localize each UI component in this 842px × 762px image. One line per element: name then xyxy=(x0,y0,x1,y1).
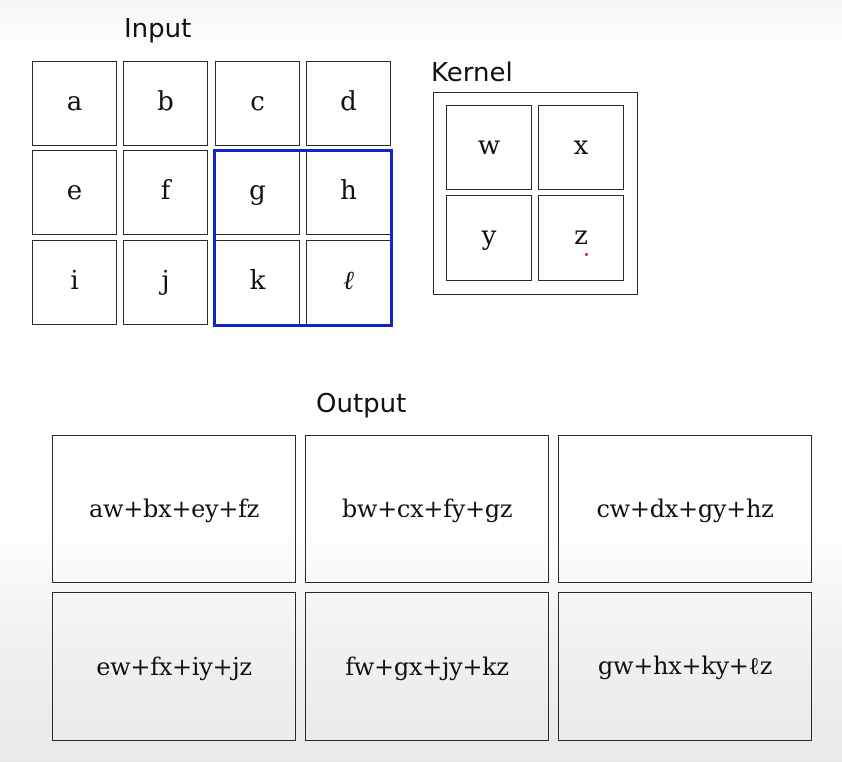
kernel-position-highlight xyxy=(213,149,393,327)
output-cell-2: bw+cx+fy+gz xyxy=(305,435,549,583)
output-title: Output xyxy=(316,389,407,419)
output-cell-4: ew+fx+iy+jz xyxy=(52,592,296,741)
pointer-dot xyxy=(585,253,588,256)
output-cell-3: cw+dx+gy+hz xyxy=(558,435,812,583)
input-cell-d: d xyxy=(306,61,391,146)
kernel-cell-y: y xyxy=(446,195,532,281)
kernel-cell-z: z xyxy=(538,195,624,281)
kernel-cell-w: w xyxy=(446,105,532,190)
kernel-cell-x: x xyxy=(538,105,624,190)
input-cell-j: j xyxy=(123,240,208,325)
input-cell-a: a xyxy=(32,61,117,146)
kernel-title: Kernel xyxy=(431,58,513,88)
kernel-frame xyxy=(433,92,638,295)
output-cell-6: gw+hx+ky+ℓz xyxy=(558,592,812,741)
input-cell-i: i xyxy=(32,240,117,325)
input-cell-b: b xyxy=(123,61,208,146)
output-cell-1: aw+bx+ey+fz xyxy=(52,435,296,583)
input-cell-f: f xyxy=(123,150,208,235)
output-cell-5: fw+gx+jy+kz xyxy=(305,592,549,741)
input-cell-e: e xyxy=(32,150,117,235)
input-cell-c: c xyxy=(215,61,300,146)
input-title: Input xyxy=(124,14,192,44)
